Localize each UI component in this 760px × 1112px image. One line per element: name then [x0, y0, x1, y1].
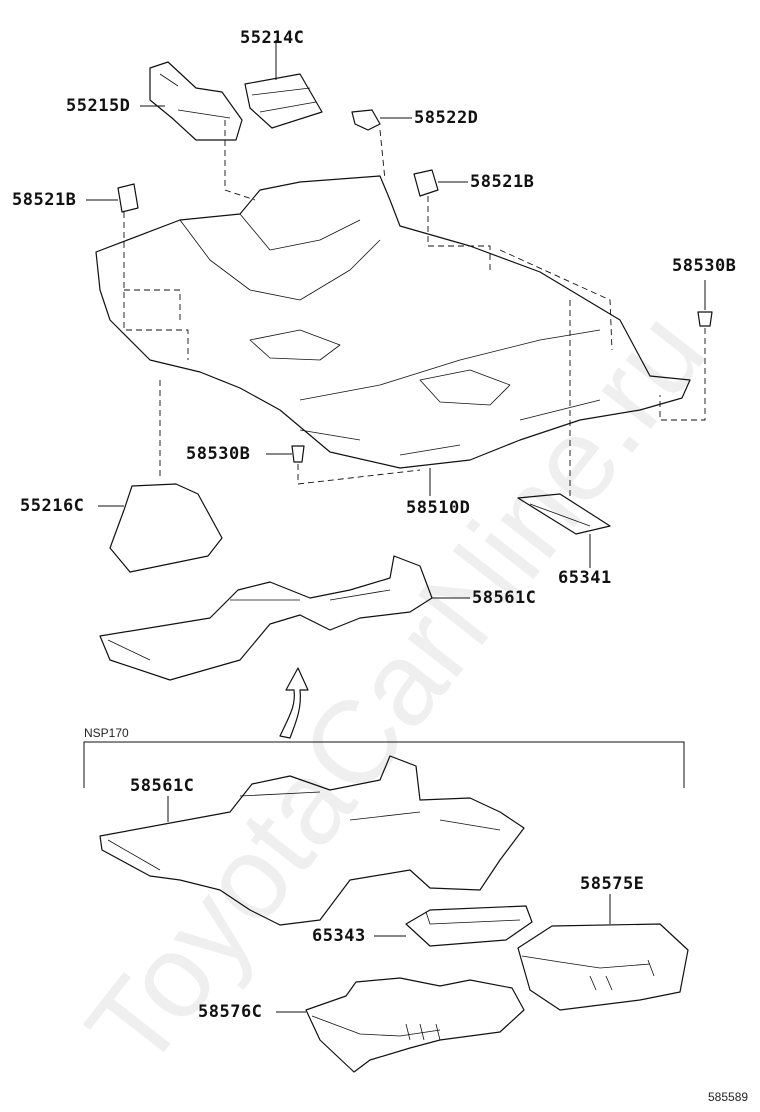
part-58522D-clip [351, 109, 381, 131]
part-58561C-silencer-lower [99, 755, 525, 926]
part-65343-pad [405, 905, 533, 947]
part-label-58530B-right: 58530B [672, 256, 737, 276]
group-bracket [83, 741, 685, 788]
part-label-65341: 65341 [558, 568, 612, 588]
part-label-58561C-lower: 58561C [130, 776, 195, 796]
part-label-58521B-right: 58521B [470, 172, 535, 192]
part-label-55214C: 55214C [240, 28, 305, 48]
part-label-58521B-left: 58521B [12, 190, 77, 210]
part-58521B-clip-left [117, 183, 139, 213]
part-58521B-clip-right [413, 169, 439, 197]
part-55214C-pad [244, 73, 323, 129]
part-label-58530B-center: 58530B [186, 444, 251, 464]
part-label-65343: 65343 [312, 926, 366, 946]
part-label-55215D: 55215D [66, 96, 131, 116]
part-58561C-silencer-upper [99, 555, 433, 681]
part-55215D-pad [149, 61, 243, 141]
part-label-58575E: 58575E [580, 874, 645, 894]
part-58510D-floor-carpet [95, 175, 691, 469]
part-label-58522D: 58522D [414, 108, 479, 128]
part-label-58561C-upper: 58561C [472, 588, 537, 608]
part-58575E-pad [517, 923, 689, 1011]
part-55216C-pad [109, 483, 223, 573]
part-58530B-clip-right [697, 311, 713, 327]
part-label-55216C: 55216C [20, 496, 85, 516]
part-65341-pad [517, 493, 611, 535]
arrow-up-icon [279, 667, 309, 739]
part-58576C-pad [305, 977, 525, 1073]
group-label-nsp170: NSP170 [84, 726, 129, 740]
figure-id: 585589 [708, 1090, 749, 1104]
part-label-58510D: 58510D [406, 498, 471, 518]
part-58530B-clip-center [291, 445, 305, 463]
part-label-58576C: 58576C [198, 1002, 263, 1022]
